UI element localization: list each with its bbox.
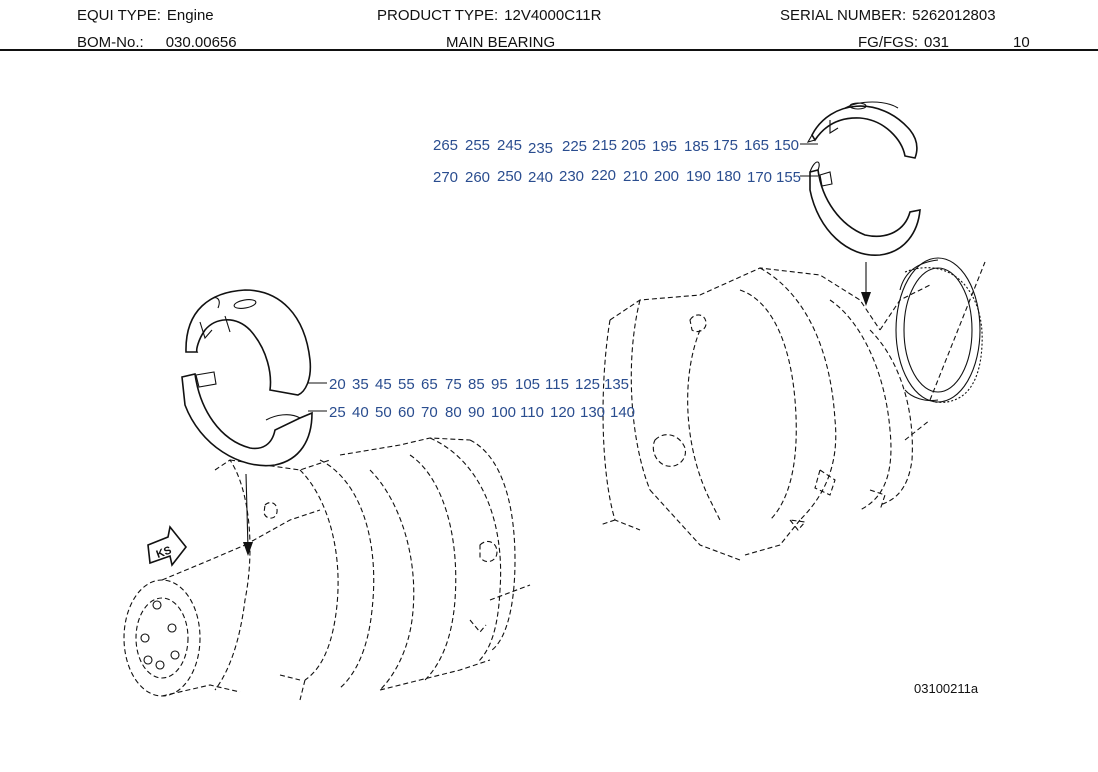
part-callout-245[interactable]: 245 <box>497 137 522 154</box>
part-callout-155[interactable]: 155 <box>776 169 801 186</box>
part-callout-45[interactable]: 45 <box>375 376 392 393</box>
part-callout-125[interactable]: 125 <box>575 376 600 393</box>
part-callout-150[interactable]: 150 <box>774 137 799 154</box>
bom-value: 030.00656 <box>165 34 237 51</box>
drawing-reference-number: 03100211a <box>914 681 979 696</box>
bom-number: BOM-No.: 030.00656 <box>77 34 237 51</box>
part-callout-260[interactable]: 260 <box>465 169 490 186</box>
part-callout-240[interactable]: 240 <box>528 169 553 186</box>
part-callout-140[interactable]: 140 <box>610 404 635 421</box>
part-callout-205[interactable]: 205 <box>621 137 646 154</box>
part-callout-135[interactable]: 135 <box>604 376 629 393</box>
part-callout-80[interactable]: 80 <box>445 404 462 421</box>
part-callout-40[interactable]: 40 <box>352 404 369 421</box>
part-callout-50[interactable]: 50 <box>375 404 392 421</box>
part-callout-215[interactable]: 215 <box>592 137 617 154</box>
fg-label: FG/FGS: <box>858 34 918 51</box>
leader-lines <box>308 143 818 412</box>
bom-label: BOM-No.: <box>77 34 144 51</box>
part-callout-185[interactable]: 185 <box>684 138 709 155</box>
part-callout-25[interactable]: 25 <box>329 404 346 421</box>
part-callout-60[interactable]: 60 <box>398 404 415 421</box>
part-callout-70[interactable]: 70 <box>421 404 438 421</box>
product-type-value: 12V4000C11R <box>504 7 602 24</box>
product-type: PRODUCT TYPE: 12V4000C11R <box>377 7 601 24</box>
part-callout-55[interactable]: 55 <box>398 376 415 393</box>
part-callout-250[interactable]: 250 <box>497 168 522 185</box>
serial-number-value: 5262012803 <box>912 7 996 24</box>
ks-label: KS <box>155 544 173 561</box>
part-callout-90[interactable]: 90 <box>468 404 485 421</box>
part-callout-175[interactable]: 175 <box>713 137 738 154</box>
fg-fgs: FG/FGS: 031 <box>858 34 949 51</box>
part-callout-180[interactable]: 180 <box>716 168 741 185</box>
part-callout-20[interactable]: 20 <box>329 376 346 393</box>
crankshaft-right <box>599 257 986 561</box>
ks-direction-arrow: KS <box>147 525 188 567</box>
part-callout-210[interactable]: 210 <box>623 168 648 185</box>
part-callout-235[interactable]: 235 <box>528 140 553 157</box>
part-callout-265[interactable]: 265 <box>433 137 458 154</box>
part-callout-190[interactable]: 190 <box>686 168 711 185</box>
part-callout-35[interactable]: 35 <box>352 376 369 393</box>
part-callout-230[interactable]: 230 <box>559 168 584 185</box>
part-callout-110[interactable]: 110 <box>520 404 544 421</box>
product-type-label: PRODUCT TYPE: <box>377 7 499 24</box>
equi-type-label: EQUI TYPE: <box>77 7 161 24</box>
bearing-shells-left <box>181 289 313 556</box>
part-callout-270[interactable]: 270 <box>433 169 458 186</box>
part-callout-220[interactable]: 220 <box>591 167 616 184</box>
serial-number: SERIAL NUMBER: 5262012803 <box>780 7 996 24</box>
part-callout-165[interactable]: 165 <box>744 137 769 154</box>
part-callout-75[interactable]: 75 <box>445 376 462 393</box>
page-title: MAIN BEARING <box>446 34 556 51</box>
bearing-shells-right <box>806 101 921 306</box>
part-callout-170[interactable]: 170 <box>747 169 772 186</box>
part-callout-255[interactable]: 255 <box>465 137 490 154</box>
part-callout-95[interactable]: 95 <box>491 376 508 393</box>
serial-number-label: SERIAL NUMBER: <box>780 7 907 24</box>
fg-value: 031 <box>924 34 950 51</box>
crankshaft-left <box>123 437 531 701</box>
part-callout-195[interactable]: 195 <box>652 138 677 155</box>
part-callout-200[interactable]: 200 <box>654 168 679 185</box>
part-callout-120[interactable]: 120 <box>550 404 575 421</box>
part-callout-100[interactable]: 100 <box>491 404 516 421</box>
part-callout-65[interactable]: 65 <box>421 376 438 393</box>
part-callout-85[interactable]: 85 <box>468 376 485 393</box>
page-number: 10 <box>1013 34 1030 51</box>
part-callout-105[interactable]: 105 <box>515 376 540 393</box>
part-callout-115[interactable]: 115 <box>545 376 569 393</box>
part-callout-130[interactable]: 130 <box>580 404 605 421</box>
equi-type: EQUI TYPE: Engine <box>77 7 214 24</box>
header-rule <box>0 49 1098 51</box>
equi-type-value: Engine <box>166 7 214 24</box>
part-callout-225[interactable]: 225 <box>562 138 587 155</box>
